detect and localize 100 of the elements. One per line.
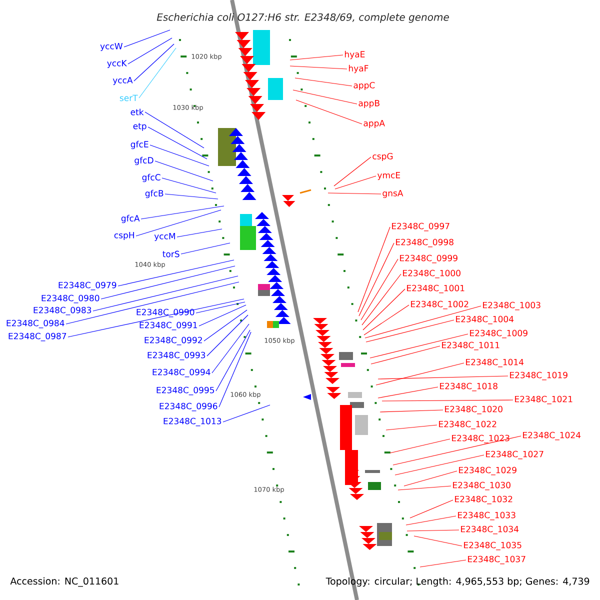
gene-label: E2348C_1027 [486,450,544,460]
leader-line [378,386,438,398]
gene-label: E2348C_1019 [510,372,568,380]
gene-label: E2348C_0993 [148,352,206,360]
gene-label: yccK [107,60,127,68]
leader-line [334,156,372,186]
leader-line [198,304,246,326]
gene-label: E2348C_1000 [403,270,460,278]
gene-label: E2348C_1002 [411,300,468,310]
gene-label: E2348C_0984 [6,320,64,328]
leader-line [92,276,238,312]
gene-label: E2348C_0992 [144,336,202,346]
leader-line [406,530,460,532]
gene-label: ymcE [377,172,400,180]
gene-label: yccA [112,77,133,85]
gene-label: E2348C_0994 [152,368,210,378]
gene-label: E2348C_1014 [466,358,524,368]
leader-line [394,454,484,476]
gene-label: appB [358,100,380,108]
leader-line [164,194,218,200]
title: Escherichia coli O127:H6 str. E2348/69, complete genome [156,13,449,23]
info-text: Topology: circular; Length: 4,965,553 bp; Genes: 4,739 [326,577,590,587]
gene-label: E2348C_1004 [456,316,514,324]
gene-label: hyaE [344,50,365,60]
leader-line [118,260,234,286]
gene-label: E2348C_1011 [442,342,500,350]
leader-line [148,126,208,160]
gene-label: yccW [100,43,123,51]
gene-label: E2348C_1037 [468,556,526,564]
leader-line [154,160,214,182]
leader-line [134,44,174,82]
leader-line [382,400,514,402]
leader-line [334,176,376,190]
leader-line [292,90,358,104]
gene-label: cspH [114,232,134,240]
leader-line [218,332,252,408]
gene-label: hyaF [348,64,368,74]
gene-label: gfcD [134,156,154,166]
leader-line [370,334,468,358]
leader-line [294,78,352,86]
gene-label: yccM [154,233,175,241]
leader-line [204,310,248,342]
gene-label: E2348C_1030 [453,482,510,490]
gene-label: E2348C_1035 [464,542,522,550]
leader-line [364,304,410,336]
gene-label: E2348C_0996 [160,402,218,412]
leader-line [222,404,270,422]
gene-label: E2348C_0999 [400,254,458,264]
leader-line [140,206,224,220]
gene-label: E2348C_0991 [140,322,197,330]
gene-label: E2348C_1020 [445,406,502,414]
leader-line [128,38,172,64]
gene-label: gfcB [145,190,164,198]
gene-label: E2348C_1033 [458,512,516,520]
leader-line [144,112,204,148]
leader-line [420,560,466,568]
gene-label: torS [162,250,180,258]
gene-label: E2348C_1032 [455,496,512,504]
gene-label: E2348C_1023 [452,434,510,444]
gene-label: E2348C_0980 [42,294,100,304]
leader-line [150,144,210,166]
leader-line [66,282,240,324]
leader-line [206,314,248,356]
leader-line [386,424,438,430]
leader-line [68,298,244,338]
gene-label: E2348C_0979 [58,282,116,290]
leader-line [138,48,176,98]
leader-line [364,306,482,338]
leader-line [380,410,444,412]
leader-line [124,30,170,48]
gene-label: E2348C_1001 [407,284,464,294]
leader-line [290,66,348,70]
leader-line [136,210,222,236]
info-text: Accession: NC_011601 [10,577,118,587]
gene-label: etk [130,108,144,116]
gene-label: serT [120,94,138,102]
gene-label: E2348C_0987 [8,332,66,342]
leader-line [376,362,464,386]
leader-line [176,228,222,238]
leader-line [216,330,250,392]
leader-line [162,178,216,194]
leader-line [100,266,236,300]
gene-label: E2348C_0983 [34,306,92,316]
leader-line [180,242,230,254]
leader-line [358,226,390,312]
leader-line [406,516,456,526]
gene-label: E2348C_1009 [470,330,528,338]
leader-line [362,288,406,330]
gene-label: E2348C_1022 [439,420,496,430]
gene-label: E2348C_1021 [515,396,572,404]
gene-label: gfcA [121,214,140,224]
leader-line [366,320,454,342]
leader-line [360,258,398,320]
gene-label: E2348C_1003 [483,302,540,310]
leader-line [392,436,522,466]
leader-line [414,536,462,546]
gene-label: gfcE [130,140,148,150]
gene-label: gnsA [382,190,404,198]
leader-line [290,54,344,60]
leader-line [362,274,402,326]
